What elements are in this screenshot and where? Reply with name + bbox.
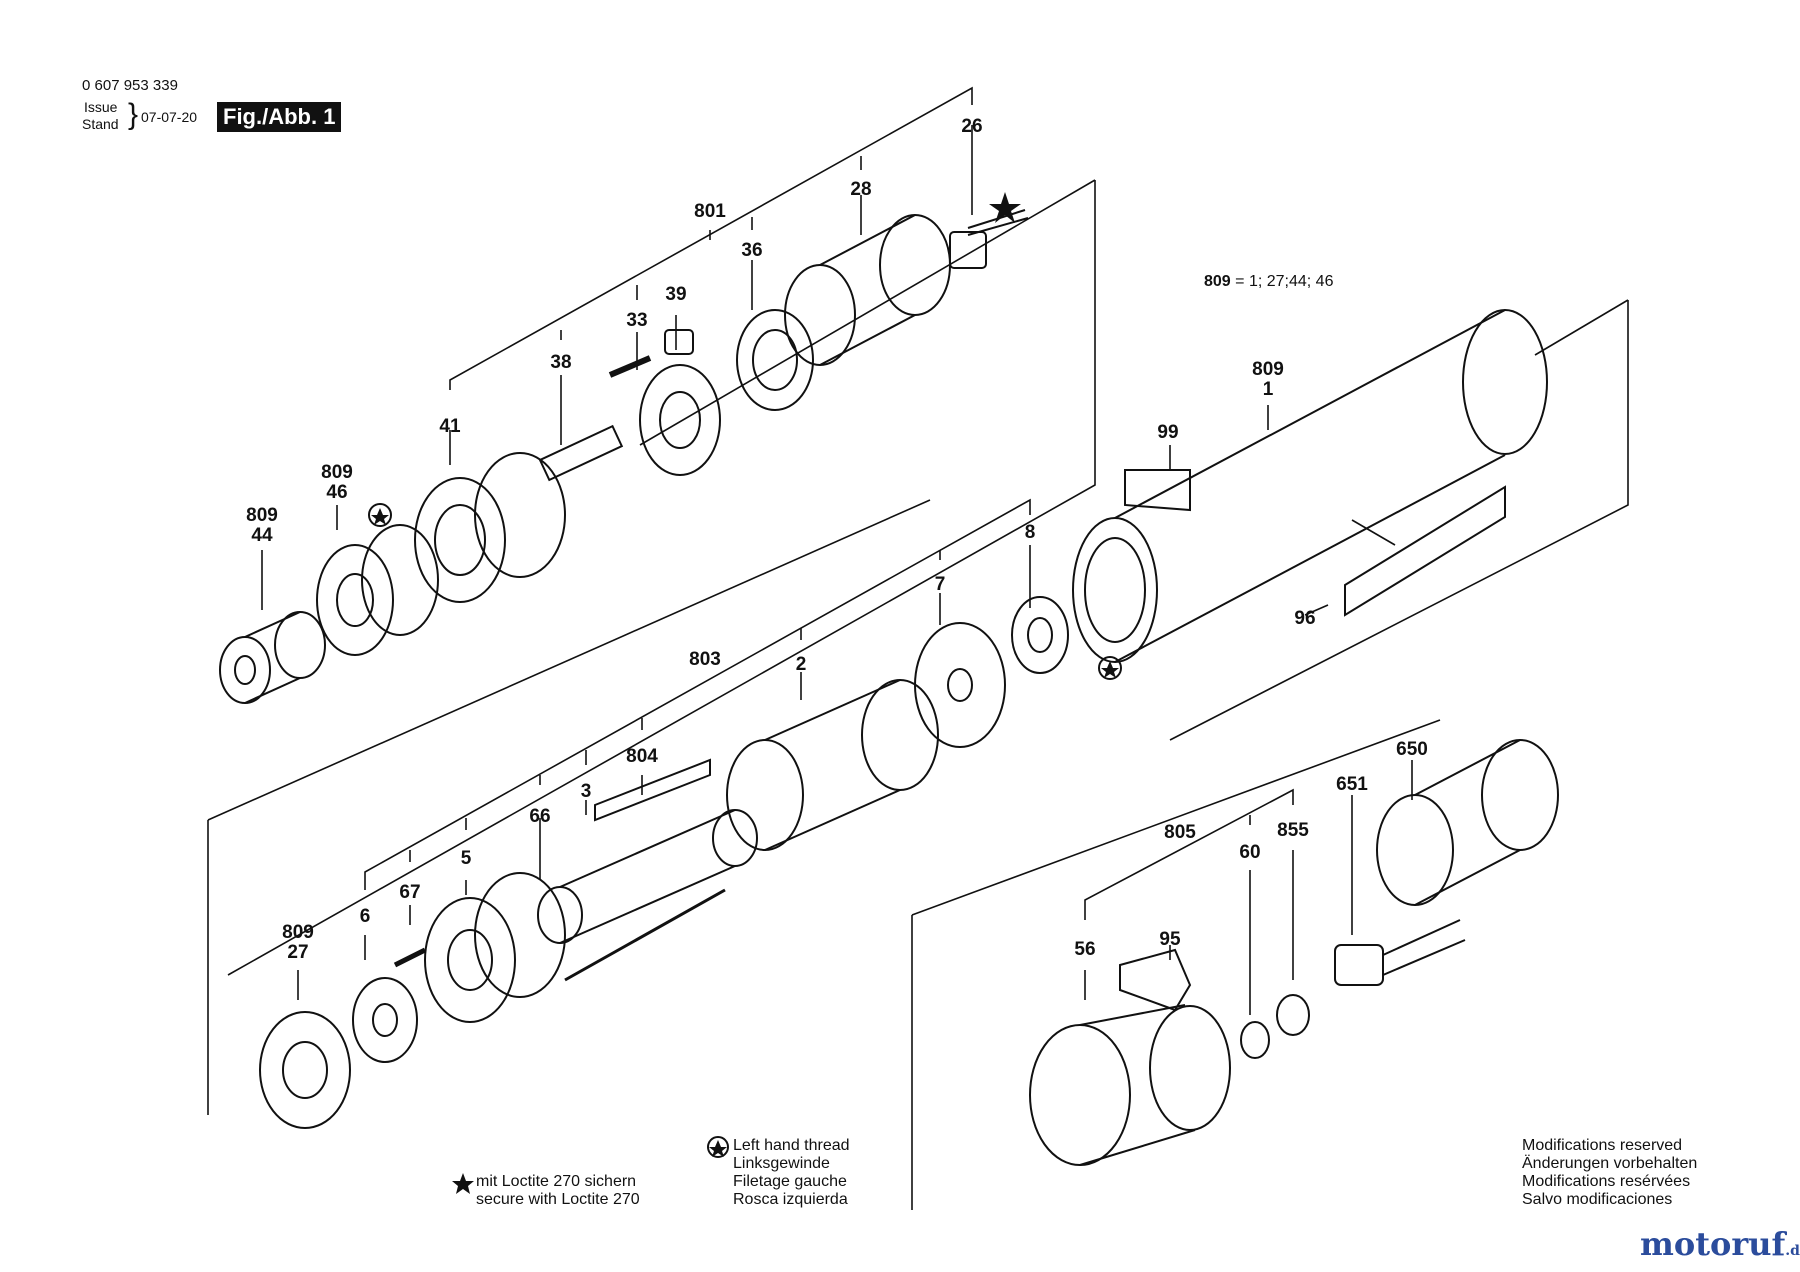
callout-44: 44 [251,525,273,546]
callout-41: 41 [439,416,461,437]
callout-3: 3 [581,781,592,802]
part-804-vane [594,758,711,822]
part-26-pinion [949,209,1029,269]
callout-804: 804 [626,746,658,767]
modifications-legend-line-3: Modifications resérvées [1522,1173,1691,1190]
set-note-text: = 1; 27;44; 46 [1235,273,1334,290]
callout-26: 26 [961,116,982,137]
part-number: 0 607 953 339 [82,77,178,94]
part-38-spindle [538,364,721,482]
modifications-legend-line-1: Modifications reserved [1522,1137,1683,1154]
callout-36: 36 [741,240,762,261]
callout-1: 1 [1263,379,1274,400]
callout-39: 39 [665,284,686,305]
callout-801: 801 [694,201,726,222]
set-note-code: 809 [1204,273,1231,290]
part-36-bearing [736,309,814,411]
left-thread-legend-line-2: Linksgewinde [733,1155,830,1172]
part-28-gear-ring [784,214,951,366]
modifications-legend-line-2: Änderungen vorbehalten [1522,1155,1698,1172]
issue-date: 07-07-20 [141,109,198,125]
leader-lines [261,86,1413,1015]
watermark-main: motoruf [1640,1225,1786,1263]
callout-7: 7 [935,574,946,595]
callout-28: 28 [850,179,871,200]
part-60-strainer [1240,1021,1270,1059]
callout-27: 27 [287,942,308,963]
modifications-legend-line-4: Salvo modificaciones [1522,1191,1673,1208]
callout-6: 6 [360,906,371,927]
part-1-housing [1072,309,1548,663]
callout-805: 805 [1164,822,1196,843]
callout-8: 8 [1025,522,1036,543]
issue-label: Issue [84,99,118,115]
callout-46: 46 [326,482,347,503]
callout-33: 33 [626,310,647,331]
modifications-legend: Modifications reserved Änderungen vorbeh… [1522,1137,1697,1209]
callout-labels: 26 28 801 36 39 33 38 41 809 46 809 44 8… [246,116,1428,963]
part-46-nut [316,524,439,656]
figure-badge: Fig./Abb. 1 [217,102,342,132]
part-39-planet-gear [664,329,694,355]
loctite-legend-star-icon [452,1173,474,1194]
part-855-oring [1276,994,1310,1036]
callout-651: 651 [1336,774,1368,795]
callout-809-a: 809 [321,462,353,483]
left-thread-legend-line-1: Left hand thread [733,1137,850,1154]
callout-650: 650 [1396,739,1428,760]
part-8-bearing [1011,596,1069,674]
loctite-legend-line-2: secure with Loctite 270 [476,1191,640,1208]
part-44-collet-nut [219,611,326,704]
set-note: 809 = 1; 27;44; 46 [1204,273,1333,290]
part-56-end-cap [1029,1004,1231,1166]
loctite-legend: mit Loctite 270 sichern secure with Loct… [476,1173,640,1209]
part-96-label [1344,485,1506,617]
part-2-cylinder [726,679,939,851]
part-99-label [1124,469,1191,512]
callout-803: 803 [689,649,721,670]
watermark-suffix: .de [1785,1243,1800,1259]
callout-809-d: 809 [282,922,314,943]
part-66-pin [564,888,726,982]
left-thread-legend: Left hand thread Linksgewinde Filetage g… [733,1137,850,1209]
watermark-logo: motoruf.de [1640,1225,1800,1263]
part-651-hose-nipple [1334,919,1466,986]
callout-96: 96 [1294,608,1315,629]
callout-855: 855 [1277,820,1309,841]
brace-icon: } [128,98,139,131]
part-41-bearing [414,452,566,603]
part-6-bearing [352,977,418,1063]
left-thread-legend-icon [707,1136,729,1158]
callout-5: 5 [461,848,472,869]
callout-66: 66 [529,806,550,827]
callout-38: 38 [550,352,571,373]
callout-56: 56 [1074,939,1095,960]
part-67-pin [393,947,427,968]
loctite-star-icon [989,192,1021,223]
left-thread-icon-1 [368,503,392,527]
left-thread-legend-line-3: Filetage gauche [733,1173,847,1190]
callout-809-b: 809 [246,505,278,526]
part-3-rotor [537,809,758,944]
part-7-end-plate [914,622,1006,748]
part-650-silencer [1376,739,1559,906]
part-95-label [1119,948,1192,1012]
callout-99: 99 [1157,422,1178,443]
part-33-pin [608,355,652,378]
left-thread-icon-2 [1098,656,1122,680]
part-5-end-plate [424,872,566,1023]
panel-frames [207,179,1629,1210]
loctite-legend-line-1: mit Loctite 270 sichern [476,1173,637,1190]
callout-95: 95 [1159,929,1181,950]
callout-2: 2 [796,654,807,675]
callout-60: 60 [1239,842,1260,863]
left-thread-legend-line-4: Rosca izquierda [733,1191,848,1208]
stand-label: Stand [82,116,119,132]
callout-809-c: 809 [1252,359,1284,380]
callout-67: 67 [399,882,420,903]
part-27-washer [259,1011,351,1129]
